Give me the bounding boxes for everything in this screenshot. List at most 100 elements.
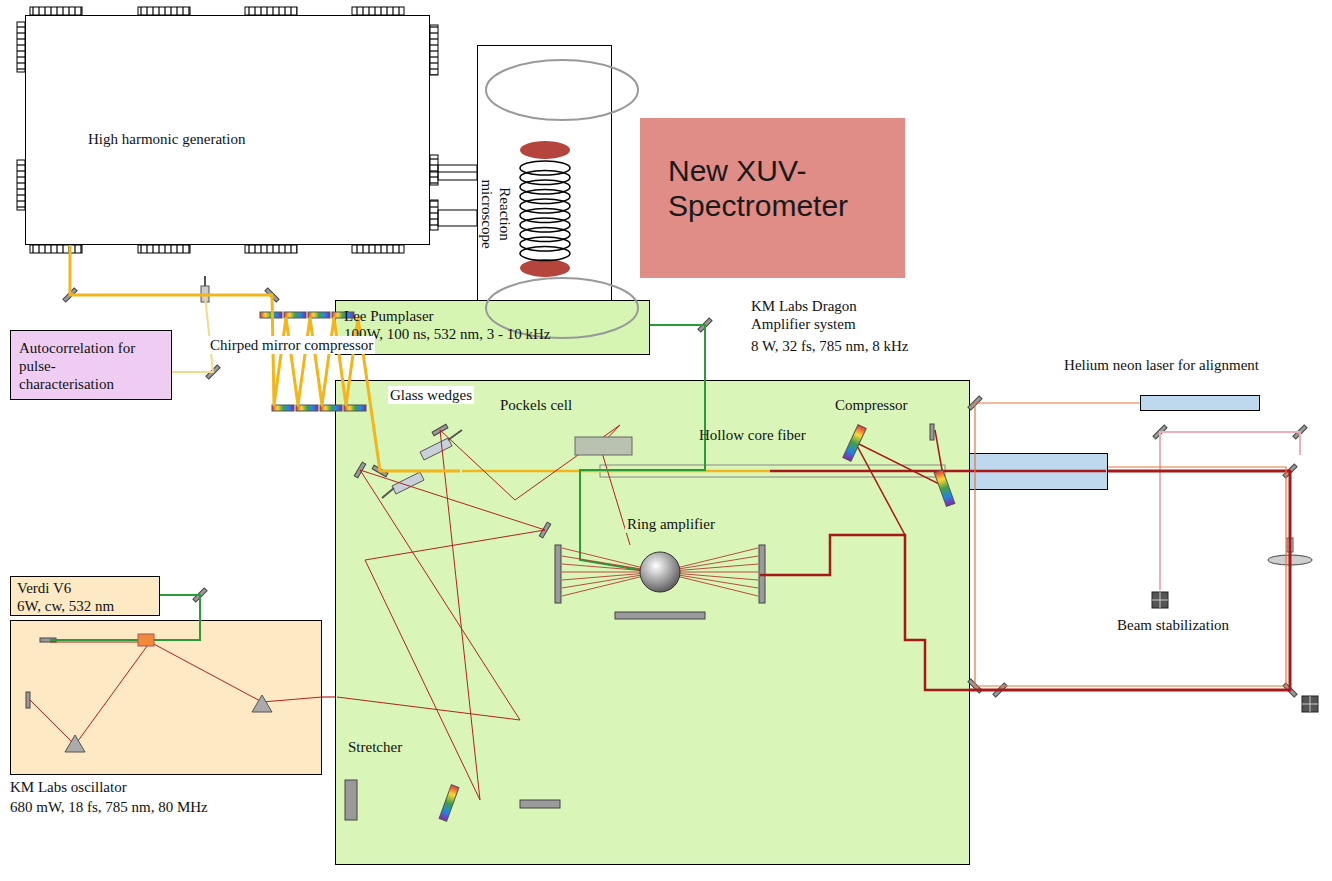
node-title: KM Labs Dragon Amplifier system xyxy=(751,297,901,333)
mirror xyxy=(26,692,30,708)
text-holder: Lee Pumplaser xyxy=(344,307,641,325)
helmholtz-coil xyxy=(520,180,570,194)
helmholtz-coil xyxy=(520,171,570,185)
pump-beam xyxy=(50,620,200,640)
pockels-cell xyxy=(575,437,632,455)
flange xyxy=(17,160,25,210)
node-title: Reaction microscope xyxy=(478,164,514,264)
mirror xyxy=(354,462,365,478)
text-holder: KM Labs oscillator xyxy=(10,778,127,796)
beam-path xyxy=(975,403,1286,686)
mirror xyxy=(265,288,279,302)
mirror xyxy=(968,396,982,410)
mirror xyxy=(1283,464,1297,478)
compressor-grating xyxy=(934,470,955,507)
helmholtz-coil xyxy=(520,228,570,242)
part-label: Stretcher xyxy=(346,738,404,756)
ring-amplifier-beam xyxy=(562,564,758,580)
flange xyxy=(352,7,404,15)
beam-path xyxy=(970,471,1290,690)
fiber-core xyxy=(600,465,945,477)
flange xyxy=(17,22,25,72)
helmholtz-coil xyxy=(520,237,570,251)
chirped-mirror xyxy=(332,312,354,318)
mirror xyxy=(63,288,77,302)
mirror xyxy=(698,318,712,332)
part-label: Pockels cell xyxy=(498,396,574,414)
mirror xyxy=(1283,683,1297,697)
mirror xyxy=(930,424,934,440)
ring-amplifier-beam xyxy=(562,548,758,596)
text-holder: High harmonic generation xyxy=(88,130,245,148)
node-spec: 8 W, 32 fs, 785 nm, 8 kHz xyxy=(751,337,909,355)
mirror xyxy=(193,588,207,602)
flange xyxy=(430,25,438,75)
chirped-mirror xyxy=(284,312,306,318)
stretcher-beam xyxy=(337,425,630,800)
beam-path xyxy=(322,696,335,697)
flip-handle xyxy=(204,276,206,286)
cryostat-window xyxy=(615,612,705,619)
node-title: Autocorrelation for pulse-characterisati… xyxy=(19,339,137,393)
ti-sapphire-crystal xyxy=(640,552,680,592)
quadrant-detector xyxy=(1160,592,1161,608)
helmholtz-coil xyxy=(520,209,570,223)
vacuum-tube xyxy=(438,210,477,226)
flange xyxy=(30,245,82,253)
oscillator-cavity xyxy=(50,642,322,702)
beam-path xyxy=(430,172,477,173)
text-holder: 680 mW, 18 fs, 785 nm, 80 MHz xyxy=(10,798,208,816)
node-title: New XUV-Spectrometer xyxy=(668,154,873,223)
mirror xyxy=(539,522,550,538)
quadrant-detector xyxy=(1302,696,1318,712)
label-holder: Chirped mirror compressor xyxy=(208,336,375,354)
compressor-beam xyxy=(855,430,945,535)
label-holder: Ring amplifier xyxy=(625,515,717,533)
part-label: Compressor xyxy=(833,396,910,414)
flange xyxy=(138,7,190,15)
spectrometer-electrode xyxy=(520,259,570,277)
mirror xyxy=(372,465,388,476)
stretcher-mirror xyxy=(345,780,357,820)
part-label: Glass wedges xyxy=(388,386,474,404)
stretcher-mirror xyxy=(520,800,560,808)
oscillator-box: KM Labs oscillator680 mW, 18 fs, 785 nm,… xyxy=(10,620,322,775)
ti-sapphire-crystal xyxy=(138,634,154,646)
chirped-mirror xyxy=(308,312,330,318)
node-title: KM Labs oscillator xyxy=(10,778,127,796)
node-spec: 680 mW, 18 fs, 785 nm, 80 MHz xyxy=(10,798,208,816)
vacuum-tube xyxy=(438,165,477,180)
glass-wedge xyxy=(392,472,424,494)
curved-mirror xyxy=(759,545,765,603)
detector-ring xyxy=(486,278,638,338)
laser-box: Helium neon laser for alignment xyxy=(1140,395,1260,411)
label-holder: Compressor xyxy=(833,396,910,414)
flange xyxy=(430,200,438,230)
lens-mount xyxy=(1287,538,1293,552)
mirror xyxy=(432,424,448,435)
text-holder: New XUV-Spectrometer xyxy=(668,154,873,223)
node-spec: 100W, 100 ns, 532 nm, 3 - 10 kHz xyxy=(344,325,641,343)
ring-amplifier-beam xyxy=(562,564,758,580)
pump-beam xyxy=(580,380,705,570)
text-holder: KM Labs Dragon Amplifier system xyxy=(751,297,901,333)
flip-mirror xyxy=(201,286,209,302)
mirror xyxy=(968,679,982,693)
label-holder: Beam stabilization xyxy=(1115,616,1231,634)
helmholtz-coil xyxy=(520,190,570,204)
part-label: Ring amplifier xyxy=(625,515,717,533)
quadrant-detector xyxy=(1152,592,1168,608)
flange xyxy=(245,245,297,253)
mirror xyxy=(993,683,1007,697)
node-title: High harmonic generation xyxy=(88,130,245,148)
flange xyxy=(430,155,438,185)
label-holder: Glass wedges xyxy=(388,386,474,404)
node-title: Hollow core fiber xyxy=(699,426,806,444)
text-holder: Autocorrelation for pulse-characterisati… xyxy=(19,339,137,393)
part-label: Chirped mirror compressor xyxy=(208,336,375,354)
prism xyxy=(65,735,85,752)
text-holder: Reaction microscope xyxy=(478,164,514,264)
glass-wedge xyxy=(420,438,452,460)
mirror xyxy=(1153,425,1167,439)
text-holder: 6W, cw, 532 nm xyxy=(17,597,153,615)
